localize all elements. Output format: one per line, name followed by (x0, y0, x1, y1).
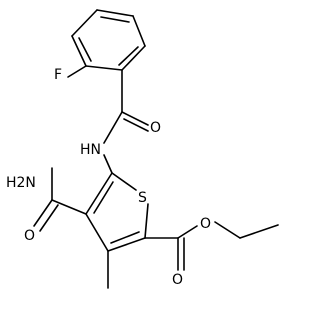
ester-carbonyl-oxygen-label: O (172, 272, 183, 288)
bond (123, 118, 149, 132)
bond (118, 46, 139, 66)
bond (144, 203, 149, 239)
bond (78, 37, 92, 62)
bond (96, 9, 134, 17)
fluorine-label: F (54, 67, 62, 83)
bond (51, 199, 87, 215)
bond (132, 15, 146, 47)
bond (71, 35, 87, 67)
bond (100, 16, 130, 23)
bond (85, 213, 109, 252)
amide-oxygen-label: O (150, 120, 161, 136)
bond (103, 154, 113, 174)
carbamoyl-oxygen-label: O (24, 228, 35, 244)
bond (39, 204, 59, 232)
bond (85, 65, 123, 71)
bond (71, 9, 98, 37)
amide-nitrogen-label: HN (80, 142, 101, 158)
bond (214, 221, 241, 239)
bond (33, 199, 53, 227)
bond (103, 111, 123, 144)
bond (177, 225, 198, 239)
bond (93, 181, 114, 214)
sulfur-label: S (138, 190, 147, 206)
molecule-diagram: F O HN H2N O S O O (6, 9, 279, 289)
bond (110, 231, 140, 244)
bond (85, 172, 113, 215)
bond (111, 172, 137, 191)
bond (121, 45, 146, 71)
ester-ether-oxygen-label: O (200, 216, 211, 232)
bond (67, 65, 87, 78)
bond (239, 224, 279, 239)
fluorophenyl-ring (71, 9, 146, 71)
bond (121, 111, 149, 126)
bond (107, 237, 146, 252)
thiophene-ring (85, 172, 149, 252)
carbamoyl-nitrogen-label: H2N (6, 175, 36, 191)
